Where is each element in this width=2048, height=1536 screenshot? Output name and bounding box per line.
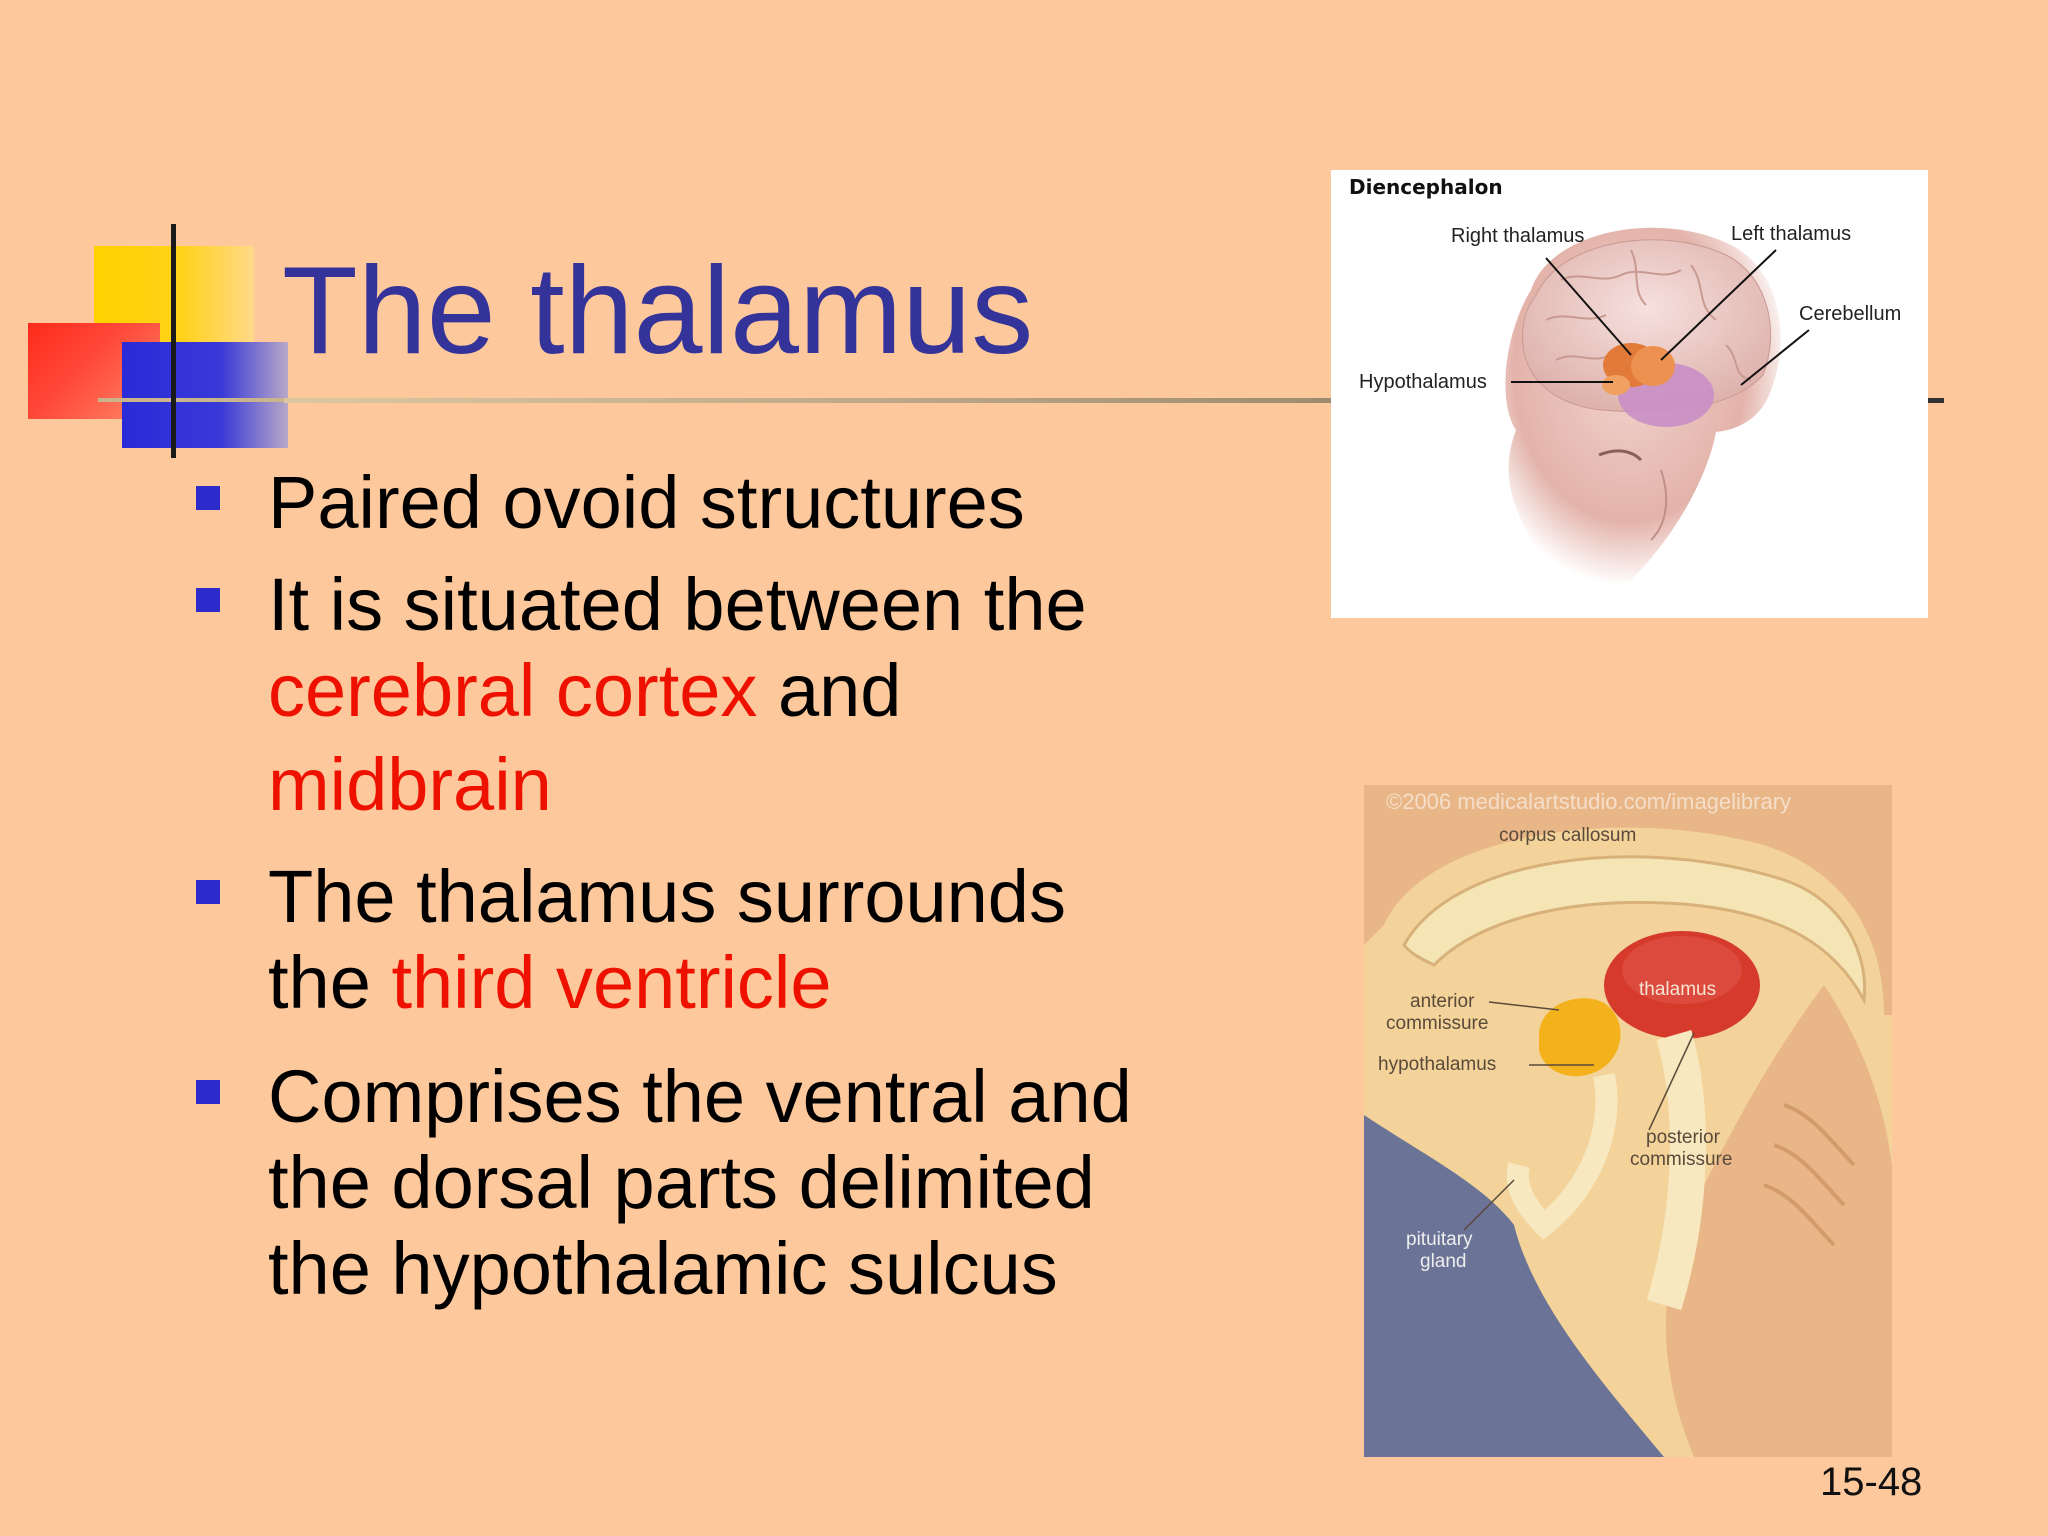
- bullet-item-2: It is situated between the cerebral cort…: [196, 562, 1296, 836]
- bullet-text: the: [268, 941, 392, 1024]
- highlight-text: third ventricle: [391, 941, 832, 1024]
- bullet-text-line: Comprises the ventral and: [268, 1055, 1132, 1138]
- brain-gyri: [1545, 249, 1752, 381]
- highlight-text: midbrain: [268, 743, 552, 826]
- bullet-list: Paired ovoid structures It is situated b…: [196, 460, 1296, 1312]
- bullet-square-icon: [196, 880, 220, 904]
- label-thalamus: thalamus: [1639, 979, 1716, 1000]
- bullet-text: and: [757, 649, 902, 732]
- bullet-text: Paired ovoid structures: [268, 461, 1025, 544]
- bullet-text-line: It is situated between the: [268, 563, 1087, 646]
- corpus-callosum-shape: [1402, 855, 1867, 1005]
- diencephalon-illustration: Diencephalon Right thalamus Left thalamu…: [1349, 175, 1901, 587]
- label-corpus-callosum: corpus callosum: [1499, 825, 1636, 846]
- hypothalamus-shape: [1539, 998, 1621, 1077]
- label-cerebellum: Cerebellum: [1799, 303, 1901, 325]
- slide-title: The thalamus: [282, 242, 1034, 380]
- label-hypothalamus: Hypothalamus: [1359, 371, 1487, 393]
- decor-horizontal-line: [98, 398, 288, 402]
- label-pituitary: pituitary: [1406, 1229, 1473, 1250]
- label-gland: gland: [1420, 1251, 1467, 1272]
- label-posterior: posterior: [1646, 1127, 1721, 1148]
- bullet-item-1: Paired ovoid structures: [196, 460, 1296, 546]
- label-hypothalamus: hypothalamus: [1378, 1054, 1496, 1075]
- label-leader-lines: [1511, 249, 1810, 386]
- decor-blue-square: [122, 342, 288, 448]
- highlight-text: cerebral cortex: [268, 649, 758, 732]
- bullet-text-line: the dorsal parts delimited: [268, 1141, 1095, 1224]
- decor-vertical-line: [171, 224, 176, 458]
- slide-number: 15-48: [1820, 1460, 1923, 1504]
- bullet-text-line: the third ventricle: [268, 940, 1296, 1026]
- cerebellum-folia: [1763, 1103, 1856, 1247]
- watermark-text: ©2006 medicalartstudio.com/imagelibrary: [1386, 789, 1791, 814]
- diencephalon-heading: Diencephalon: [1349, 175, 1503, 199]
- bullet-item-4: Comprises the ventral and the dorsal par…: [196, 1054, 1296, 1312]
- eye-shape: [1598, 449, 1643, 462]
- bullet-square-icon: [196, 1080, 220, 1104]
- bullet-text-line: the hypothalamic sulcus: [268, 1227, 1058, 1310]
- brainstem-stalk: [1506, 1072, 1618, 1240]
- label-left-thalamus: Left thalamus: [1731, 223, 1851, 245]
- sagittal-brain-illustration: corpus callosum thalamus anterior commis…: [1364, 785, 1892, 1457]
- bullet-text-line: cerebral cortex and: [268, 648, 1296, 734]
- title-underline-rule: [284, 398, 1944, 403]
- bullet-square-icon: [196, 486, 220, 510]
- sagittal-brain-figure: corpus callosum thalamus anterior commis…: [1364, 785, 1892, 1457]
- upper-cortex: [1364, 785, 1892, 1015]
- label-posterior-commissure: commissure: [1630, 1149, 1732, 1170]
- sagittal-leader-lines: [1463, 1001, 1695, 1231]
- background-dark-region: [1364, 1115, 1664, 1457]
- cerebellum-region: [1665, 985, 1892, 1457]
- title-rule-end: [1928, 398, 1944, 403]
- nose-shape: [1650, 469, 1668, 541]
- bullet-square-icon: [196, 588, 220, 612]
- brain-shape: [1522, 239, 1772, 413]
- label-anterior: anterior: [1410, 991, 1475, 1012]
- hypothalamus-shape: [1602, 375, 1630, 395]
- bullet-text-line: The thalamus surrounds: [268, 855, 1066, 938]
- bullet-item-3: The thalamus surrounds the third ventric…: [196, 854, 1296, 1026]
- diencephalon-figure: Diencephalon Right thalamus Left thalamu…: [1331, 170, 1928, 618]
- label-anterior-commissure: commissure: [1386, 1013, 1488, 1034]
- label-right-thalamus: Right thalamus: [1451, 225, 1584, 247]
